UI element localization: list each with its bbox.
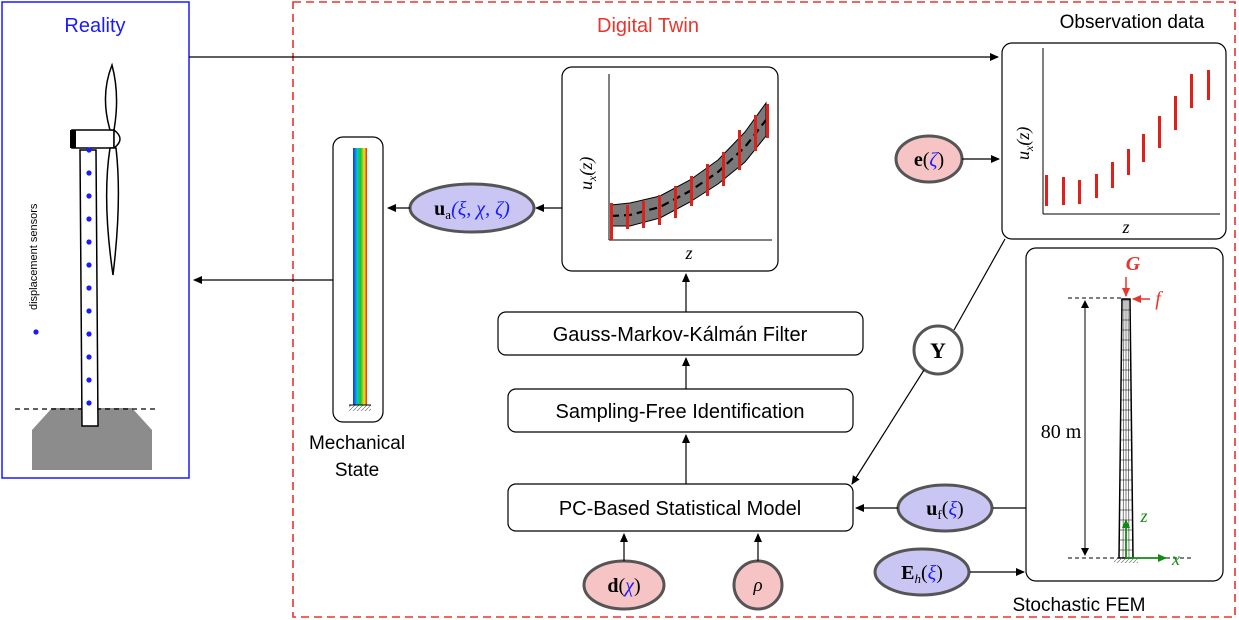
svg-text:Y: Y [930,338,946,363]
stochastic-fem-title: Stochastic FEM [1012,595,1145,616]
density-node-rho: ρ [732,559,784,611]
svg-text:Gauss-Markov-Kálmán Filter: Gauss-Markov-Kálmán Filter [553,324,808,346]
stochastic-fem-panel: 80 m G f z x [1025,247,1224,582]
observation-ylabel: ux(z) [1013,127,1036,160]
mechanical-state-panel: Mechanical State [309,136,405,481]
gmk-filter-box: Gauss-Markov-Kálmán Filter [497,311,864,356]
stiffness-node-Eh: Eh(ξ) [873,547,971,597]
svg-text:ρ: ρ [752,575,762,596]
axis-x: x [1171,549,1180,569]
load-f: f [1155,288,1163,310]
axis-z: z [1139,506,1147,526]
load-G: G [1126,253,1141,275]
estimate-ylabel: ux(z) [576,157,599,190]
analysis-node-ua: ua(ξ, χ, ζ) [408,182,536,234]
sensor-legend-dot [33,329,39,335]
reality-title: Reality [64,15,125,37]
observation-plot: z ux(z) [1001,42,1227,240]
pc-model-box: PC-Based Statistical Model [507,483,854,532]
svg-text:e(ζ): e(ζ) [914,149,944,171]
svg-text:ua(ξ, χ, ζ): ua(ξ, χ, ζ) [434,198,510,222]
estimate-plot: z ux(z) [561,66,779,272]
height-label: 80 m [1041,421,1082,443]
noise-node-e: e(ζ) [894,134,964,184]
svg-text:PC-Based Statistical Model: PC-Based Statistical Model [559,498,801,520]
svg-text:d(χ): d(χ) [607,575,640,597]
svg-text:Eh(ξ): Eh(ξ) [901,562,943,586]
turbine-blade-down [105,147,120,276]
measurement-node-Y: Y [912,324,964,376]
mechanical-state-label-2: State [335,460,379,481]
observation-title: Observation data [1060,12,1205,33]
svg-text:Sampling-Free Identification: Sampling-Free Identification [555,401,804,423]
estimate-xlabel: z [684,243,692,263]
sampling-free-box: Sampling-Free Identification [507,388,854,433]
reality-panel: Reality displacement sensors [1,1,190,479]
mechanical-state-label-1: Mechanical [309,433,405,454]
displacement-sensors-label: displacement sensors [28,203,40,310]
forecast-node-uf: uf(ξ) [896,483,994,533]
observation-xlabel: z [1121,217,1129,237]
design-node-d: d(χ) [582,559,666,611]
svg-text:uf(ξ): uf(ξ) [926,498,963,522]
turbine-blade-up [104,62,118,131]
digital-twin-frame [292,1,1236,618]
digital-twin-title: Digital Twin [597,15,699,37]
sensor-dots [86,147,92,406]
foundation-shape [32,408,152,470]
